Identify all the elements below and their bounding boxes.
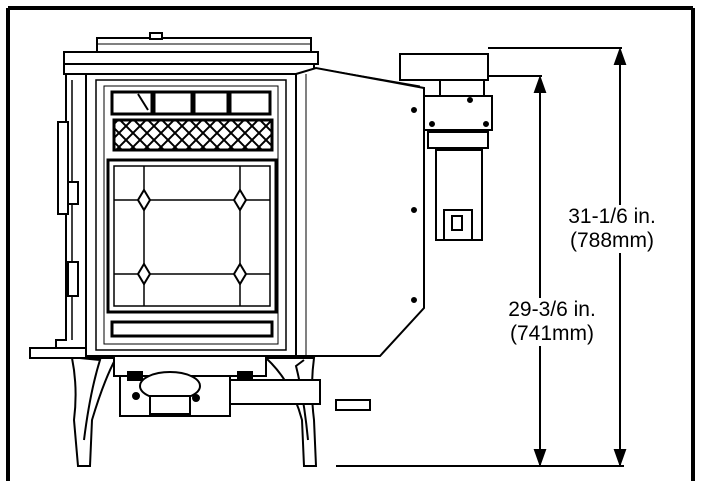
bottom-louver: [110, 320, 274, 338]
vent-assembly: [399, 53, 493, 241]
lattice-band: [112, 118, 274, 152]
overall-height-label: 31-1/6 in. (788mm): [553, 205, 671, 253]
body-height-label: 29-3/6 in. (741mm): [489, 298, 615, 346]
main-glass-door: [106, 158, 278, 314]
hopper-body: [295, 66, 425, 357]
drawing-border: [6, 6, 695, 481]
upper-window-panes: [110, 90, 272, 116]
overall-height-imperial: 31-1/6 in.: [553, 205, 671, 229]
body-height-imperial: 29-3/6 in.: [489, 298, 615, 322]
stove-left-side: [29, 73, 91, 359]
dimension-line-body: [488, 75, 547, 467]
overall-height-metric: (788mm): [553, 229, 671, 253]
stove-top: [63, 32, 319, 75]
body-height-metric: (741mm): [489, 322, 615, 346]
dimension-line-overall: [488, 47, 627, 467]
stove-legs-base: [70, 355, 371, 467]
